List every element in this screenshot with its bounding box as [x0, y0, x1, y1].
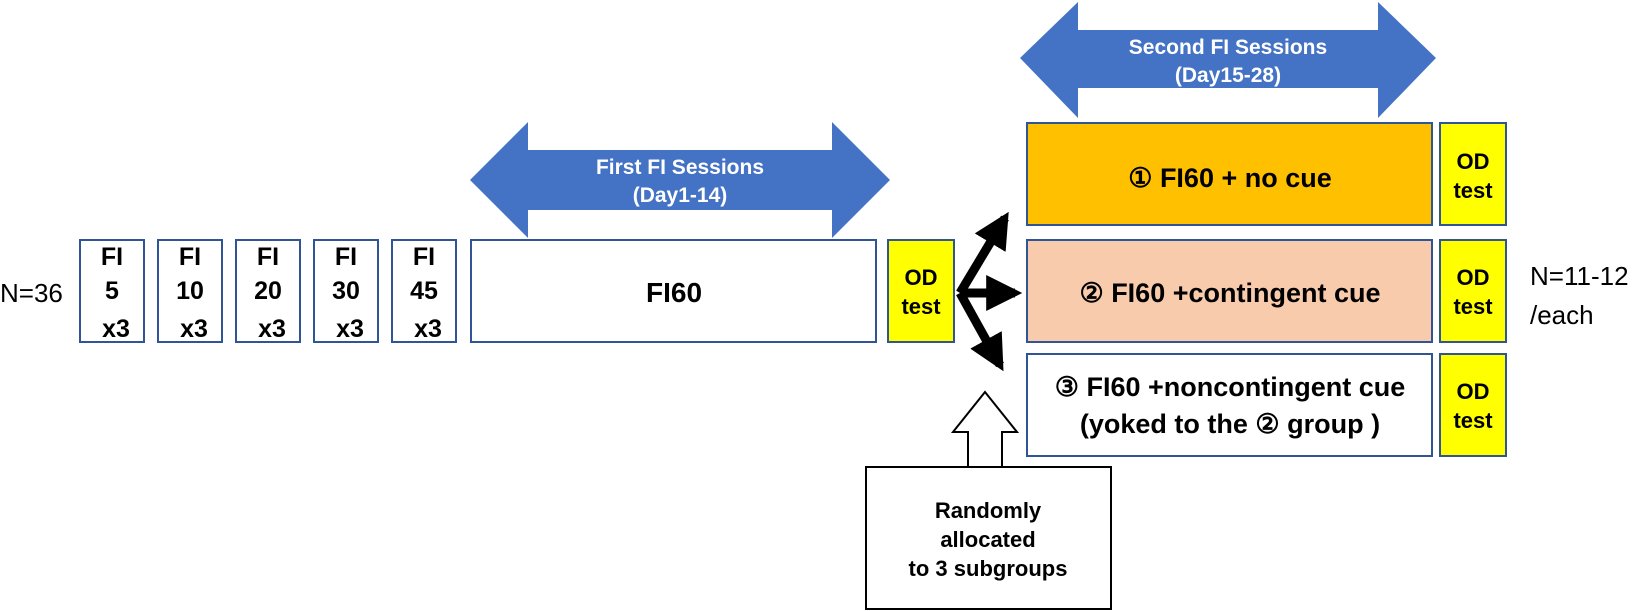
od-test-group-1: OD test: [1439, 122, 1507, 226]
fi-box-5: FI 5 x3: [79, 239, 145, 343]
allocation-line-3: to 3 subgroups: [909, 556, 1068, 581]
fi-box-value: 45: [410, 277, 438, 305]
sample-size-per-group: N=11-12: [1530, 261, 1629, 291]
fi-box-label: FI: [101, 243, 123, 271]
allocation-note-box: Randomly allocated to 3 subgroups: [865, 466, 1112, 610]
branch-arrows: [956, 211, 1023, 372]
fi-box-repeats: x3: [102, 315, 130, 343]
od-label: OD: [1457, 265, 1490, 290]
od-test-label: test: [901, 294, 941, 319]
branch-arrow-up: [956, 211, 1009, 296]
od-label: OD: [905, 265, 938, 290]
fi-box-value: 30: [332, 277, 360, 305]
second-sessions-title: Second FI Sessions: [1129, 36, 1327, 59]
allocation-line-1: Randomly: [935, 498, 1042, 523]
fi60-label: FI60: [646, 277, 702, 308]
group-2-box: ② FI60 +contingent cue: [1026, 239, 1433, 343]
fi-box-20: FI 20 x3: [235, 239, 301, 343]
group-3-sublabel: (yoked to the ② group ): [1080, 409, 1380, 439]
fi-box-label: FI: [179, 243, 201, 271]
sample-size-per-group-suffix: /each: [1530, 300, 1594, 330]
fi-box-10: FI 10 x3: [157, 239, 223, 343]
allocation-line-2: allocated: [940, 527, 1035, 552]
second-sessions-arrow: Second FI Sessions (Day15-28): [1020, 2, 1436, 118]
od-label: OD: [1457, 149, 1490, 174]
fi-box-value: 10: [176, 277, 204, 305]
second-sessions-days: (Day15-28): [1175, 64, 1281, 87]
od-test-group-2: OD test: [1439, 239, 1507, 343]
group-1-label: ① FI60 + no cue: [1128, 163, 1332, 193]
od-test-label: test: [1453, 178, 1493, 203]
od-label: OD: [1457, 379, 1490, 404]
fi-box-label: FI: [257, 243, 279, 271]
fi-box-repeats: x3: [258, 315, 286, 343]
first-sessions-title: First FI Sessions: [596, 156, 764, 179]
fi-box-value: 20: [254, 277, 282, 305]
fi60-box: FI60: [470, 239, 877, 343]
fi-box-value: 5: [105, 277, 119, 305]
first-sessions-arrow: First FI Sessions (Day1-14): [470, 122, 890, 238]
group-1-box: ① FI60 + no cue: [1026, 122, 1433, 226]
first-sessions-days: (Day1-14): [633, 184, 728, 207]
fi-box-repeats: x3: [336, 315, 364, 343]
od-test-label: test: [1453, 408, 1493, 433]
fi-box-30: FI 30 x3: [313, 239, 379, 343]
fi-box-45: FI 45 x3: [391, 239, 457, 343]
group-3-box: ③ FI60 +noncontingent cue (yoked to the …: [1026, 353, 1433, 457]
fi-box-repeats: x3: [180, 315, 208, 343]
fi-box-label: FI: [335, 243, 357, 271]
group-2-label: ② FI60 +contingent cue: [1079, 278, 1380, 308]
group-3-label: ③ FI60 +noncontingent cue: [1055, 372, 1406, 402]
branch-arrow-down: [956, 290, 1004, 372]
od-test-first: OD test: [887, 239, 955, 343]
fi-box-label: FI: [413, 243, 435, 271]
fi-box-repeats: x3: [414, 315, 442, 343]
sample-size-total: N=36: [0, 278, 63, 308]
od-test-label: test: [1453, 294, 1493, 319]
allocation-up-arrow: [950, 390, 1020, 468]
od-test-group-3: OD test: [1439, 353, 1507, 457]
